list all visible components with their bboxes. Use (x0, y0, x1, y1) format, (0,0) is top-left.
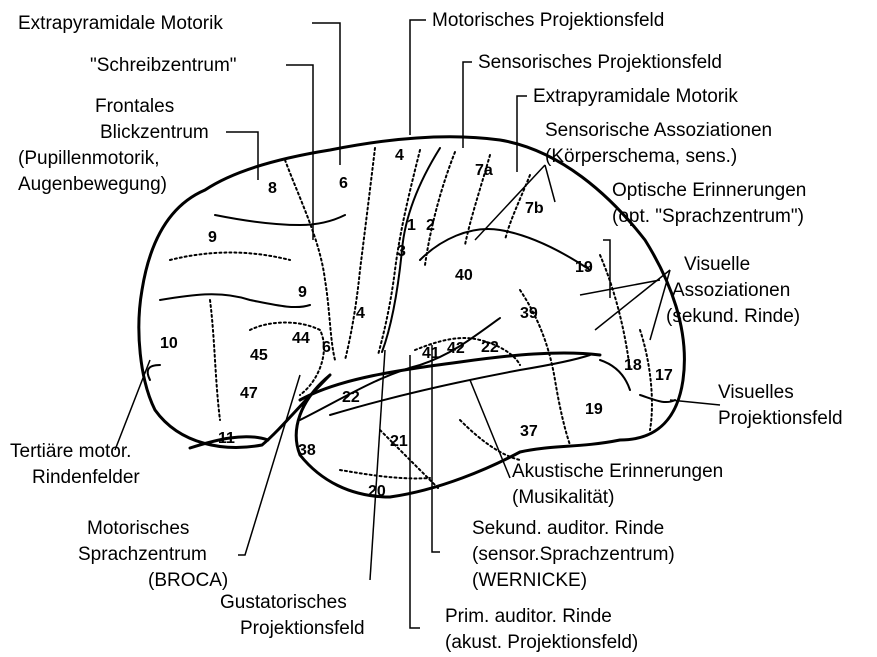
label-schreibzentrum: "Schreibzentrum" (90, 55, 237, 76)
frontal-sulcus-1 (215, 215, 345, 225)
area-7a: 7a (475, 162, 493, 179)
label-extrapyramidal-right: Extrapyramidale Motorik (533, 86, 738, 107)
area-40: 40 (455, 267, 473, 284)
label-gustatory-2: Projektionsfeld (240, 618, 365, 639)
label-visual-assoc-2: Assoziationen (672, 280, 790, 301)
label-visual-proj-2: Projektionsfeld (718, 408, 843, 429)
area-44: 44 (292, 330, 310, 347)
label-visual-assoc-1: Visuelle (684, 254, 750, 275)
area-19-top: 19 (575, 259, 593, 276)
area-41: 41 (422, 345, 440, 362)
label-prim-auditory-1: Prim. auditor. Rinde (445, 606, 612, 627)
area-2: 2 (426, 217, 435, 234)
boundary-4 (425, 152, 455, 265)
label-prim-auditory-2: (akust. Projektionsfeld) (445, 632, 638, 653)
label-sens-assoc-1: Sensorische Assoziationen (545, 120, 772, 141)
label-optic-memory-1: Optische Erinnerungen (612, 180, 806, 201)
label-acoustic-memory-1: Akustische Erinnerungen (512, 461, 723, 482)
label-frontales-4: Augenbewegung) (18, 174, 167, 195)
area-18: 18 (624, 357, 642, 374)
small-curve-1 (148, 365, 160, 380)
boundary-2 (345, 148, 375, 360)
area-11: 11 (218, 430, 235, 447)
label-tertiary-1: Tertiäre motor. (10, 441, 131, 462)
label-visual-proj-1: Visuelles (718, 382, 794, 403)
boundary-11 (600, 255, 630, 370)
label-frontales-1: Frontales (95, 96, 174, 117)
area-45: 45 (250, 347, 268, 364)
area-19-low: 19 (585, 401, 603, 418)
label-motor-projection: Motorisches Projektionsfeld (432, 10, 664, 31)
boundary-12 (640, 330, 652, 430)
label-sec-auditory-2: (sensor.Sprachzentrum) (472, 544, 675, 565)
small-curve-3 (640, 395, 675, 402)
area-38: 38 (298, 442, 316, 459)
area-3: 3 (397, 243, 406, 260)
boundary-14 (460, 420, 520, 460)
intraparietal-sulcus (420, 229, 590, 270)
area-21: 21 (390, 433, 408, 450)
labels: Extrapyramidale Motorik "Schreibzentrum"… (10, 10, 843, 653)
label-extrapyramidal-top: Extrapyramidale Motorik (18, 13, 223, 34)
area-20: 20 (368, 483, 386, 500)
area-6-low: 6 (322, 339, 331, 356)
area-42: 42 (447, 340, 465, 357)
area-1: 1 (407, 217, 416, 234)
label-broca-2: Sprachzentrum (78, 544, 207, 565)
label-visual-assoc-3: (sekund. Rinde) (666, 306, 800, 327)
label-broca-1: Motorisches (87, 518, 189, 539)
area-17: 17 (655, 367, 673, 384)
area-7b: 7b (525, 200, 544, 217)
label-frontales-3: (Pupillenmotorik, (18, 148, 160, 169)
label-broca-3: (BROCA) (148, 570, 228, 591)
area-8: 8 (268, 180, 277, 197)
frontal-sulcus-2 (160, 294, 310, 307)
label-sens-assoc-2: (Körperschema, sens.) (545, 146, 737, 167)
label-gustatory-1: Gustatorisches (220, 592, 347, 613)
area-6-top: 6 (339, 175, 348, 192)
label-frontales-2: Blickzentrum (100, 122, 209, 143)
area-37: 37 (520, 423, 538, 440)
area-22-left: 22 (342, 389, 360, 406)
area-4-mid: 4 (356, 305, 365, 322)
area-10: 10 (160, 335, 178, 352)
area-47: 47 (240, 385, 258, 402)
area-9-mid: 9 (298, 284, 307, 301)
label-sec-auditory-1: Sekund. auditor. Rinde (472, 518, 664, 539)
area-4-top: 4 (395, 147, 404, 164)
boundary-7 (170, 253, 290, 261)
label-sensory-projection: Sensorisches Projektionsfeld (478, 52, 722, 73)
area-9-left: 9 (208, 229, 217, 246)
boundary-8 (210, 300, 220, 420)
label-tertiary-2: Rindenfelder (32, 467, 140, 488)
label-sec-auditory-3: (WERNICKE) (472, 570, 587, 591)
area-22-right: 22 (481, 339, 499, 356)
boundary-16 (340, 470, 430, 478)
area-39: 39 (520, 305, 538, 322)
label-acoustic-memory-2: (Musikalität) (512, 487, 614, 508)
label-optic-memory-2: (opt. "Sprachzentrum") (612, 206, 804, 227)
